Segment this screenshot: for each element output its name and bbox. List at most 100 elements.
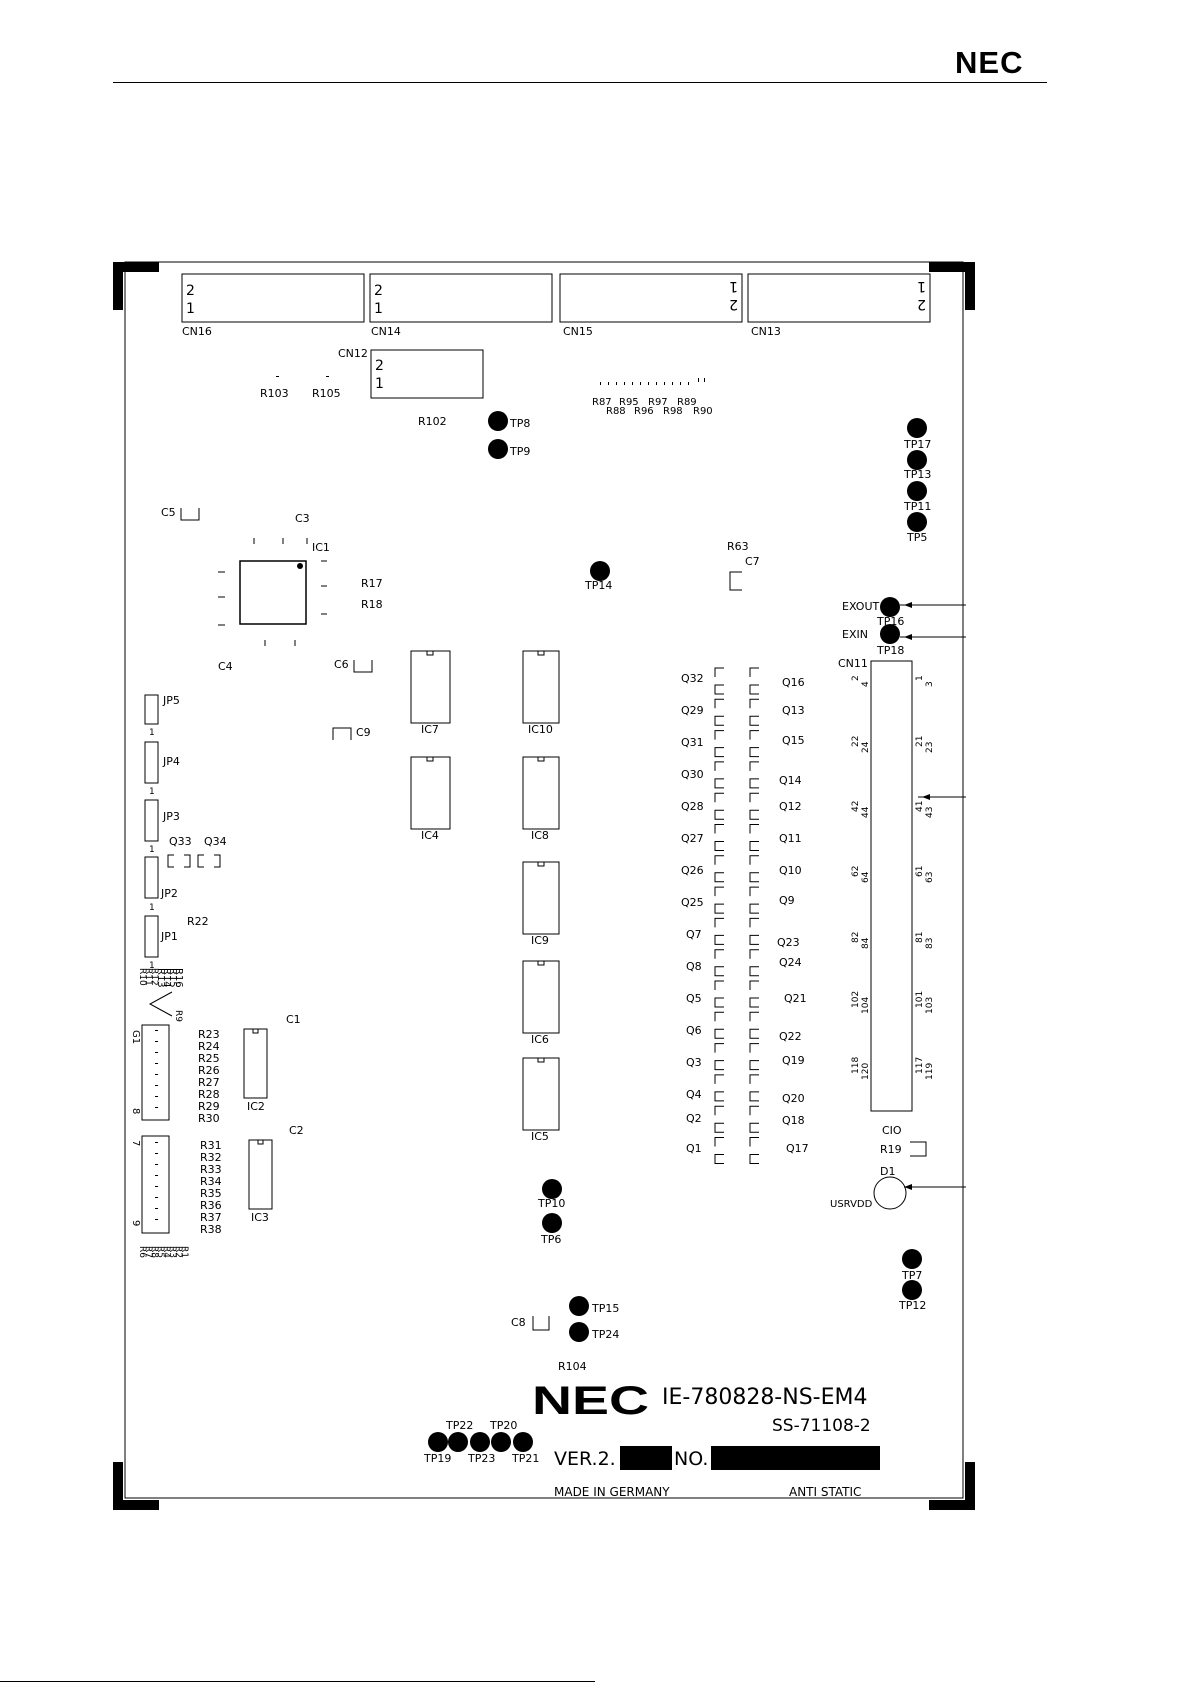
- tp-label-tp16: TP16: [876, 615, 904, 628]
- resistor-label-r2: R2: [173, 1246, 183, 1258]
- tp-label-tp10: TP10: [537, 1197, 565, 1210]
- transistor-outline: [749, 980, 759, 1008]
- resistor-label-r1: R1: [179, 1246, 189, 1258]
- no-blackout: [711, 1446, 880, 1470]
- tp-dot-tp17: [907, 418, 927, 438]
- jp-pin1e: 1: [149, 961, 155, 971]
- tp-label-tp19: TP19: [423, 1452, 451, 1465]
- q23-label: Q23: [777, 936, 800, 949]
- resistor-label-r3: R3: [167, 1246, 177, 1258]
- cn13-pin1: 1: [917, 278, 926, 294]
- transistor-outline: [749, 1011, 759, 1039]
- transistor-outline: [749, 730, 759, 758]
- transistor-outline: [749, 1105, 759, 1133]
- cn16-pin1: 1: [186, 301, 195, 317]
- c4-label: C4: [218, 660, 233, 673]
- q34-label: Q34: [204, 835, 227, 848]
- q29-label: Q29: [681, 704, 704, 717]
- q22-label: Q22: [779, 1030, 802, 1043]
- ic9-label: IC9: [531, 934, 549, 947]
- cn11-pin-left: 24: [861, 741, 871, 753]
- q7-label: Q7: [686, 928, 702, 941]
- transistor-outline: [714, 980, 724, 1008]
- resistor-dots-top: [276, 376, 705, 385]
- exout-label: EXOUT: [842, 600, 879, 613]
- q8-label: Q8: [686, 960, 702, 973]
- cn11-pin-right: 83: [925, 938, 935, 949]
- cn11-pin-right: 43: [925, 807, 935, 818]
- usrvdd-label: USRVDD: [830, 1199, 873, 1210]
- cn14-pin2: 2: [374, 283, 383, 299]
- r36-label: R36: [200, 1199, 222, 1212]
- cn14-label: CN14: [371, 325, 401, 338]
- cn11-pin-right: 117: [915, 1057, 925, 1074]
- tp-label-tp17: TP17: [903, 438, 931, 451]
- ic2-label: IC2: [247, 1100, 265, 1113]
- jp4-label: JP4: [162, 755, 180, 768]
- cn11-pin-right: 21: [915, 736, 925, 747]
- resistor-label-r4: R4: [161, 1246, 171, 1258]
- cn11-pin-left: 102: [851, 991, 861, 1008]
- cn11-pin-left: 4: [861, 681, 871, 687]
- tp-label-tp8: TP8: [509, 417, 530, 430]
- r33-label: R33: [200, 1163, 222, 1176]
- tp-label-tp13: TP13: [903, 468, 931, 481]
- q12-label: Q12: [779, 800, 802, 813]
- r63-label: R63: [727, 540, 749, 553]
- cn11-pin-right: 81: [915, 932, 925, 943]
- resistor-label-r10: R10: [137, 968, 147, 986]
- cn14-pin1: 1: [374, 301, 383, 317]
- ic7-label: IC7: [421, 723, 439, 736]
- tp-dot-tp9: [488, 439, 508, 459]
- sip-packs: [141, 1024, 170, 1234]
- cn11-bottom-label: CIO: [882, 1124, 902, 1137]
- q25-label: Q25: [681, 896, 704, 909]
- cn16-pin2: 2: [186, 283, 195, 299]
- header-logo: NEC: [955, 45, 1024, 80]
- jp-pin1: 1: [149, 728, 155, 738]
- made-in-label: MADE IN GERMANY: [554, 1485, 670, 1499]
- board-outline: [124, 261, 964, 1499]
- tp-label-tp24: TP24: [591, 1328, 619, 1341]
- cn11-pin-right: 3: [925, 681, 935, 687]
- tp-label-tp15: TP15: [591, 1302, 619, 1315]
- r102-label: R102: [418, 415, 447, 428]
- jp5-label: JP5: [162, 694, 180, 707]
- test-points: TP8TP9TP17TP13TP11TP5TP14TP16TP18TP10TP6…: [423, 411, 931, 1465]
- tp-dot-tp13: [907, 450, 927, 470]
- transistor-outline: [714, 824, 724, 851]
- cn11-pin-right: 103: [925, 997, 935, 1014]
- cn11-pin-left: 2: [851, 675, 861, 681]
- jp-pin1b: 1: [149, 787, 155, 797]
- r30-label: R30: [198, 1112, 220, 1125]
- transistor-outline: [714, 698, 724, 726]
- jp-pin1c: 1: [149, 845, 155, 855]
- ic8-label: IC8: [531, 829, 549, 842]
- c5-label: C5: [161, 506, 176, 519]
- r97-label: R97: [648, 397, 668, 408]
- q33-q34-outline: [167, 854, 221, 868]
- tp-label-tp9: TP9: [509, 445, 530, 458]
- cn11-pin-right: 101: [915, 991, 925, 1008]
- q33-label: Q33: [169, 835, 192, 848]
- tp-dot-tp20: [491, 1432, 511, 1452]
- c6-label: C6: [334, 658, 349, 671]
- tp-dot-tp23: [470, 1432, 490, 1452]
- cn11-pin-left: 118: [851, 1057, 861, 1074]
- header-rule: [113, 82, 1047, 83]
- dip-packages: [243, 650, 560, 1210]
- cn11-pin-left: 22: [851, 736, 861, 747]
- q17-label: Q17: [786, 1142, 809, 1155]
- r23-label: R23: [198, 1028, 220, 1041]
- r88-label: R88: [606, 406, 626, 417]
- r25-label: R25: [198, 1052, 220, 1065]
- q28-label: Q28: [681, 800, 704, 813]
- q1-label: Q1: [686, 1142, 702, 1155]
- tp-dot-tp22: [448, 1432, 468, 1452]
- r103-label: R103: [260, 387, 289, 400]
- tp-dot-tp18: [880, 624, 900, 644]
- resistor-label-r9: R9: [173, 1010, 183, 1022]
- r35-label: R35: [200, 1187, 222, 1200]
- cn11-pin-left: 82: [851, 932, 861, 943]
- r37-label: R37: [200, 1211, 222, 1224]
